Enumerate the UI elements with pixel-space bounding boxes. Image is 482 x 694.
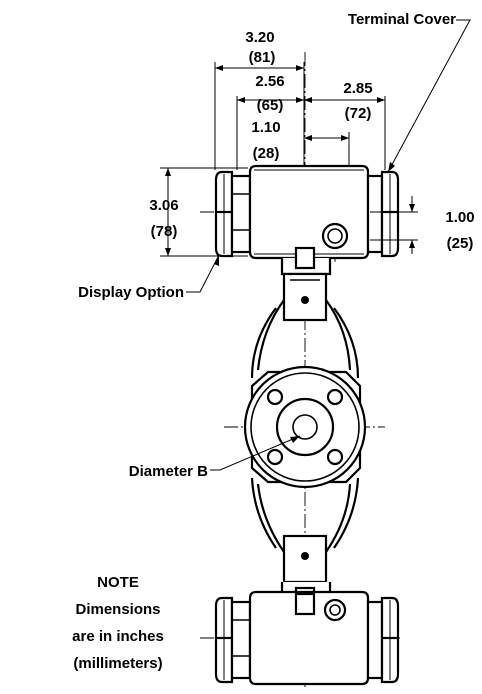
display-option-leader [186, 254, 220, 293]
display-option-label: Display Option [78, 284, 184, 301]
lower-housing [214, 590, 400, 686]
diameter-b-label: Diameter B [129, 463, 208, 480]
left-tube-upper [256, 299, 285, 371]
bore [275, 397, 335, 457]
flange [243, 365, 367, 489]
upper-housing [214, 164, 400, 276]
upper-stem [250, 272, 360, 379]
note-heading: NOTE [97, 574, 139, 591]
dim-conduit-offset-in: 1.00 [445, 209, 474, 226]
dim-center-to-conduit-in: 1.10 [251, 119, 280, 136]
bolt-hole [326, 388, 344, 406]
callout-labels: Terminal Cover Display Option Diameter B [78, 11, 456, 480]
dimension-labels: 3.20 (81) 2.56 (65) 2.85 (72) 1.10 (28) … [149, 29, 474, 252]
display-cover-ring [230, 174, 252, 254]
dimension-lines [160, 62, 418, 257]
leaders [186, 19, 471, 471]
dim-right-to-center-mm: (72) [345, 105, 372, 122]
dim-housing-height-in: 3.06 [149, 197, 178, 214]
diameter-b-leader [210, 435, 301, 471]
terminal-cover-label: Terminal Cover [348, 11, 456, 28]
dim-housing-height-mm: (78) [151, 223, 178, 240]
note-line-4: (millimeters) [73, 655, 162, 672]
dim-left-to-center-in: 2.56 [255, 73, 284, 90]
dim-right-to-center-in: 2.85 [343, 80, 372, 97]
note-line-3: are in inches [72, 628, 164, 645]
note-block: NOTE Dimensions are in inches (millimete… [72, 574, 164, 672]
note-line-2: Dimensions [75, 601, 160, 618]
terminal-cover-ring [366, 174, 384, 254]
conduit-port [321, 222, 349, 250]
dim-overall-width-mm: (81) [249, 49, 276, 66]
dim-overall-width-in: 3.20 [245, 29, 274, 46]
bolt-hole [266, 448, 284, 466]
dim-center-to-conduit-mm: (28) [253, 145, 280, 162]
left-tube-lower [256, 483, 285, 553]
housing-body [248, 164, 370, 260]
bolt-hole [326, 448, 344, 466]
dim-conduit-offset-mm: (25) [447, 235, 474, 252]
dim-left-to-center-mm: (65) [257, 97, 284, 114]
terminal-cover-leader [387, 19, 471, 173]
bolt-hole [266, 388, 284, 406]
